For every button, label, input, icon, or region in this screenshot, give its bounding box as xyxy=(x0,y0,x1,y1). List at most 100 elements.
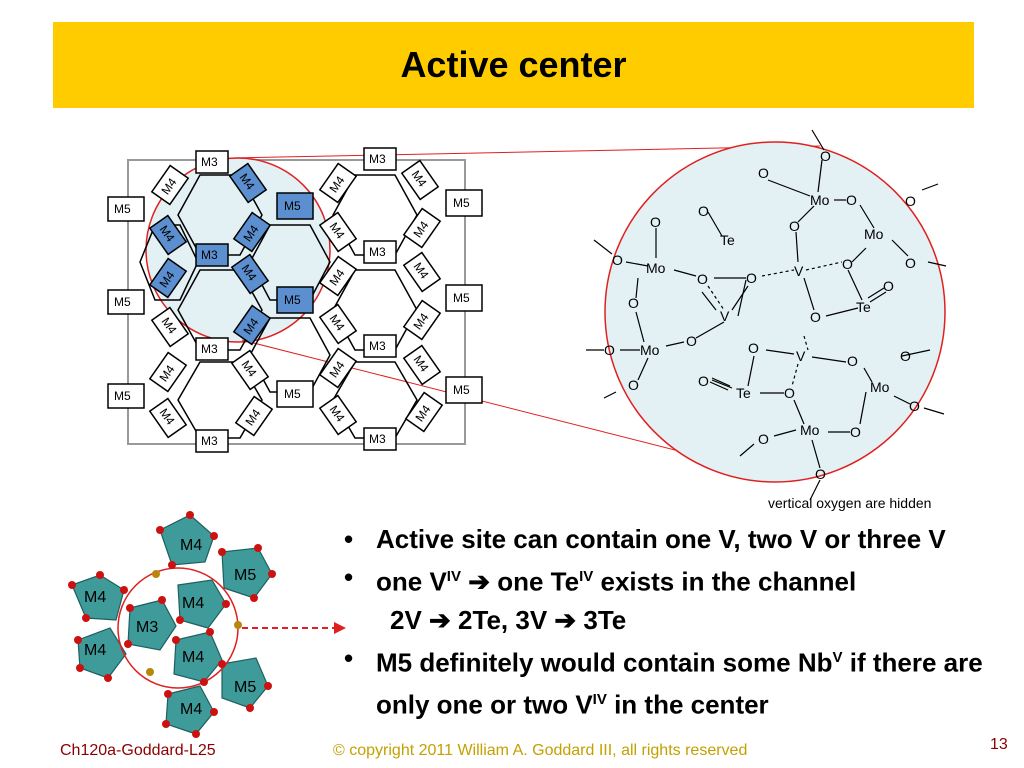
molybdenum-atom: Mo xyxy=(864,226,884,242)
tellurium-atom: Te xyxy=(856,299,871,315)
m4-box xyxy=(402,344,442,386)
m5-box xyxy=(107,383,145,409)
m3-box xyxy=(363,147,397,171)
m4-box xyxy=(150,306,190,348)
bond-lines xyxy=(586,129,947,501)
title-bar: Active center xyxy=(53,22,974,108)
bullet-text: exists in the channel xyxy=(593,566,857,597)
bullet-subline: 2V ➔ 2Te, 3V ➔ 3Te xyxy=(390,604,627,635)
m4-box xyxy=(402,251,442,293)
m4-box xyxy=(318,394,358,436)
polyhedra-picture: M4 M5 M4 M3 M4 M4 M4 M5 M4 xyxy=(68,511,346,738)
oxygen-atom: O xyxy=(628,295,639,311)
m3-label: M3 xyxy=(201,248,218,262)
polyhedron xyxy=(221,547,273,599)
oxygen-atom: O xyxy=(847,353,858,369)
polyhedron xyxy=(173,631,223,683)
polyhedron-label: M4 xyxy=(182,595,204,612)
oxygen-atom: O xyxy=(842,256,853,272)
polyhedron-label: M4 xyxy=(182,649,204,666)
bullet-text: in the center xyxy=(606,689,769,720)
m3-label: M3 xyxy=(369,152,386,166)
polyhedron xyxy=(77,627,127,679)
m3-box xyxy=(363,334,397,358)
atom-labels: O O Mo O O O O Te O Mo O Mo O O V O O O … xyxy=(604,148,920,482)
bullet-list: Active site can contain one V, two V or … xyxy=(338,520,1018,724)
m4-diamonds: M4 M4 M4 M4 M4 M4 M4 M4 M4 M4 M4 M4 M4 M… xyxy=(148,159,444,439)
oxygen-atom: O xyxy=(628,377,639,393)
m3-box-active xyxy=(195,243,229,267)
bullet-item: Active site can contain one V, two V or … xyxy=(338,520,1018,558)
footer-copyright: © copyright 2011 William A. Goddard III,… xyxy=(333,742,748,759)
oxygen-atom: O xyxy=(698,373,709,389)
tellurium-atom: Te xyxy=(720,232,735,248)
bullet-text: Active site can contain one V, two V or … xyxy=(376,524,946,554)
m4-box xyxy=(148,351,188,393)
polyhedron xyxy=(71,574,125,621)
bullet-text: one V xyxy=(376,566,447,597)
m4-box xyxy=(230,349,270,391)
m5-label: M5 xyxy=(453,291,470,305)
m4-box xyxy=(400,159,440,201)
m5-box xyxy=(107,289,145,315)
m4-box xyxy=(318,211,358,253)
tellurium-atom: Te xyxy=(736,385,751,401)
polyhedron-label: M4 xyxy=(84,589,106,606)
oxygen-atom: O xyxy=(748,340,759,356)
molybdenum-atom: Mo xyxy=(646,260,666,276)
polyhedron-label: M4 xyxy=(180,701,202,718)
m5-label: M5 xyxy=(453,196,470,210)
m4-box-active xyxy=(148,214,188,256)
oxygen-atom: O xyxy=(686,333,697,349)
m3-label: M3 xyxy=(201,155,218,169)
footer-course: Ch120a-Goddard-L25 xyxy=(60,742,216,759)
m5-label: M5 xyxy=(284,199,301,213)
oxygen-atom: O xyxy=(900,348,911,364)
polyhedron-label: M5 xyxy=(234,567,256,584)
m4-box xyxy=(318,162,358,204)
polyhedron xyxy=(177,579,227,629)
m3-box xyxy=(195,150,229,174)
vanadium-atom: V xyxy=(796,348,806,364)
m4-box xyxy=(318,255,358,297)
m5-box xyxy=(276,380,314,408)
hexagon xyxy=(139,224,199,301)
oxygen-spheres xyxy=(68,511,276,738)
m4-box xyxy=(402,207,442,249)
superscript: IV xyxy=(579,568,594,585)
bullet-item: M5 definitely would contain some NbV if … xyxy=(338,639,1018,724)
oxygen-atom: O xyxy=(604,342,615,358)
slide-title: Active center xyxy=(400,44,627,85)
m5-box-active xyxy=(276,192,314,220)
polyhedron xyxy=(159,514,215,566)
bullet-text: ➔ one Te xyxy=(460,566,580,597)
polyhedron xyxy=(165,685,215,735)
oxygen-atom: O xyxy=(810,309,821,325)
molybdenum-atom: Mo xyxy=(870,379,890,395)
m3-label: M3 xyxy=(369,245,386,259)
molybdenum-atom: Mo xyxy=(640,342,660,358)
bullet-item: one VIV ➔ one TeIV exists in the channel xyxy=(338,558,1018,601)
superscript: V xyxy=(832,648,843,666)
oxygen-atom: O xyxy=(697,271,708,287)
m5-label: M5 xyxy=(453,383,470,397)
m4-box xyxy=(402,299,442,341)
oxygen-atom: O xyxy=(905,255,916,271)
m4-box-active xyxy=(148,257,188,299)
m4-box xyxy=(404,391,444,433)
oxygen-atom: O xyxy=(909,398,920,414)
m4-box-active xyxy=(230,253,270,295)
m5-box xyxy=(107,196,145,222)
m3-boxes: M3 M3 M3 M3 M3 M3 M3 M3 xyxy=(195,147,397,453)
molybdenum-atom: Mo xyxy=(800,422,820,438)
polyhedron-label: M4 xyxy=(180,537,202,554)
oxygen-atom: O xyxy=(612,252,623,268)
m5-label: M5 xyxy=(114,389,131,403)
oxygen-atom: O xyxy=(758,431,769,447)
oxygen-atom: O xyxy=(815,466,826,482)
bullet-text: if there are only one or two V xyxy=(376,647,983,720)
oxygen-atom: O xyxy=(698,203,709,219)
bullet-text: M5 definitely would contain some Nb xyxy=(376,647,833,678)
oxygen-atom: O xyxy=(905,193,916,209)
